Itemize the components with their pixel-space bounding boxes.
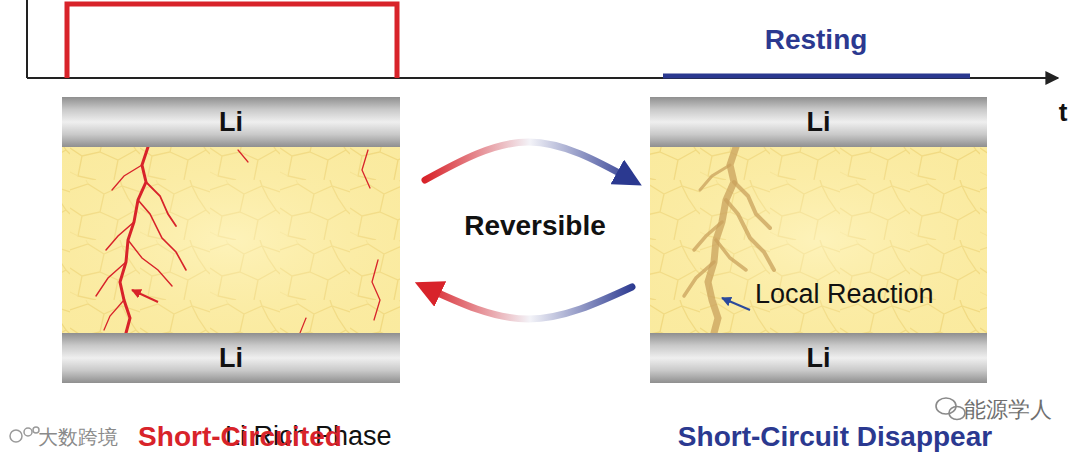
electrolyte-glow <box>62 147 400 333</box>
electrode-label: Li <box>807 107 831 138</box>
electrode-label: Li <box>219 107 243 138</box>
electrolyte-region: Li Rich Phase <box>62 147 400 333</box>
li-electrode: Li <box>62 97 400 147</box>
electrolyte <box>650 147 987 333</box>
electrode-label: Li <box>219 343 243 374</box>
watermark: 能源学人 <box>964 395 1052 425</box>
axis-tick <box>26 0 28 78</box>
state-label: Short-Circuited <box>138 421 342 453</box>
phase-label: Resting <box>765 24 868 56</box>
callout-text: Local Reaction <box>755 279 934 310</box>
axis-label: t <box>1059 97 1068 128</box>
state-label: Short-Circuit Disappear <box>678 421 992 453</box>
electrode-label: Li <box>807 343 831 374</box>
li-electrode: Li <box>650 97 987 147</box>
current-pulse <box>67 4 397 78</box>
resting-bar <box>663 74 970 79</box>
center-label: Reversible <box>464 210 606 242</box>
watermark-icon <box>10 427 39 442</box>
leader-line <box>722 298 750 310</box>
reversible-arrow <box>425 142 632 180</box>
electrolyte <box>62 147 400 333</box>
electrolyte-region: Local Reaction <box>650 147 987 333</box>
time-axis <box>27 77 1058 79</box>
li-electrode: Li <box>650 333 987 383</box>
leader-line <box>132 290 158 302</box>
li-dendrite <box>96 147 380 333</box>
li-electrode: Li <box>62 333 400 383</box>
reversible-arrow <box>425 287 632 319</box>
wechat-icon <box>936 398 965 420</box>
electrolyte-glow <box>650 147 987 333</box>
watermark: 大数跨境 <box>38 424 118 451</box>
